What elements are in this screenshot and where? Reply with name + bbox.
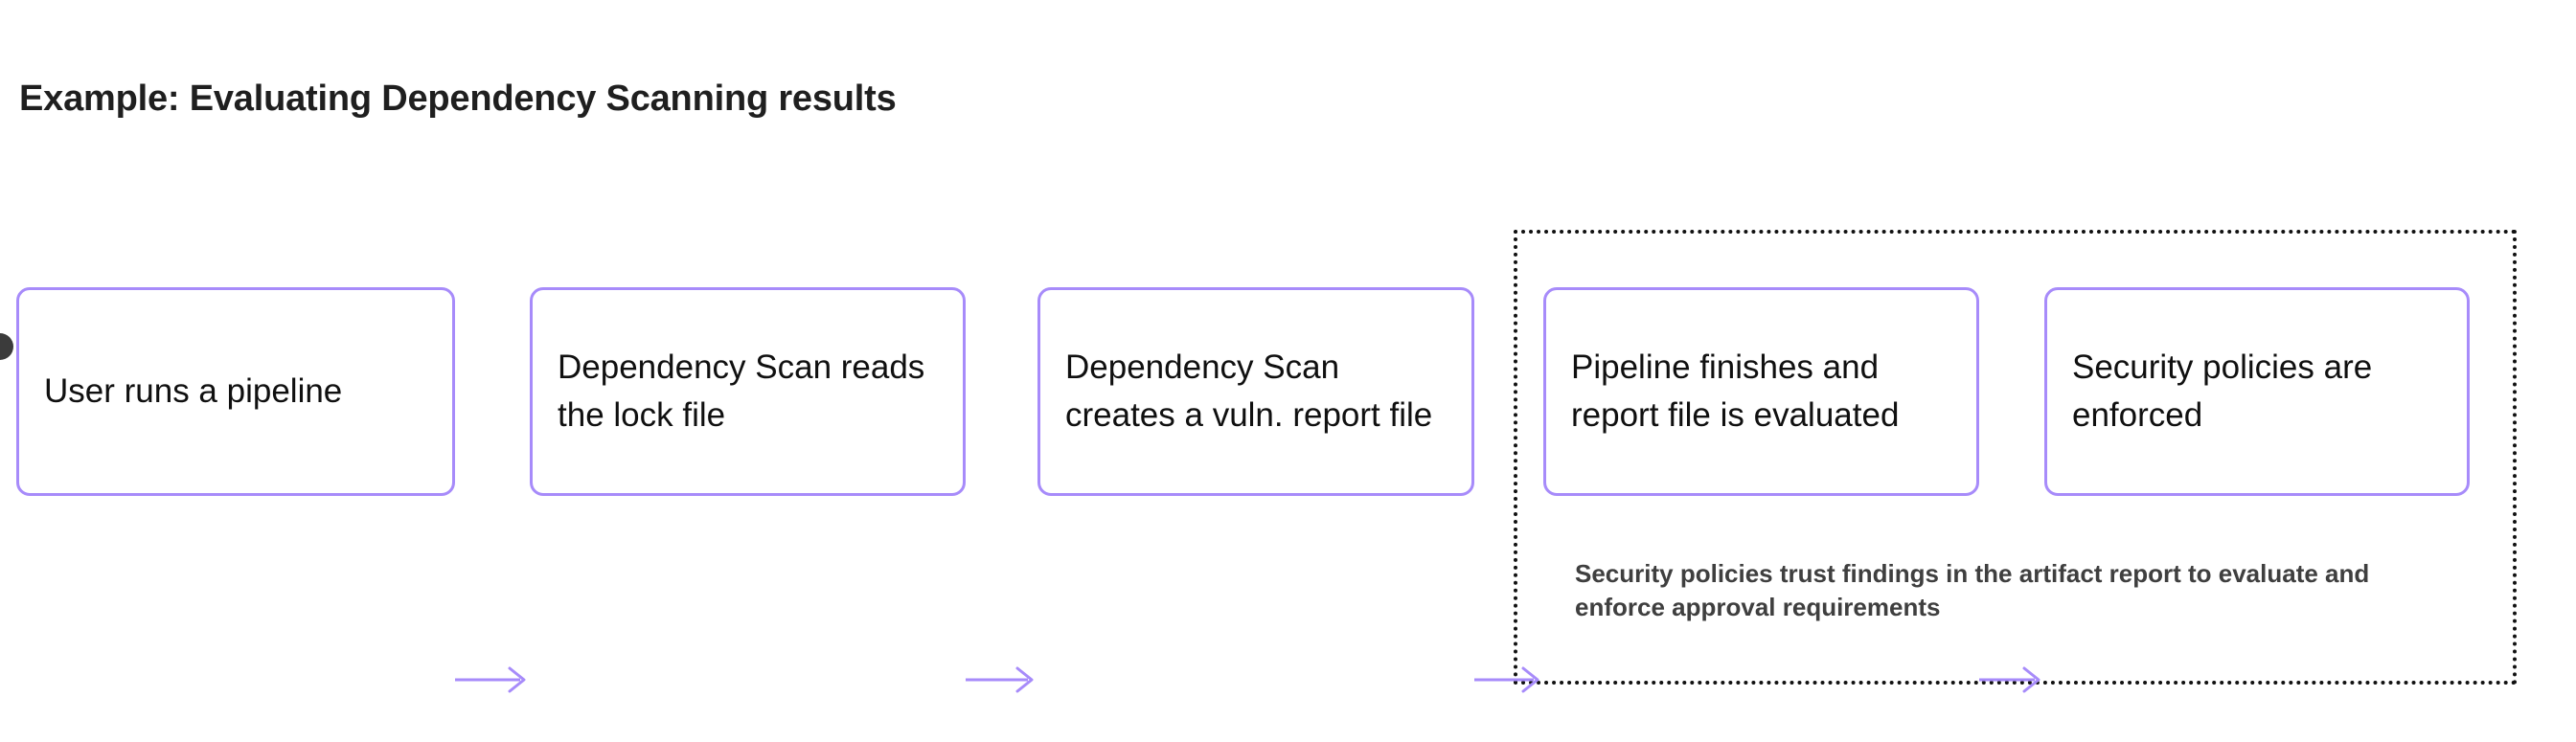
start-node-dot-icon [0,333,13,360]
flow-node-label: Pipeline finishes and report file is eva… [1571,349,1900,434]
flow-node-label: Dependency Scan reads the lock file [558,349,925,434]
flow-node-scan-creates-report[interactable]: Dependency Scan creates a vuln. report f… [1037,287,1474,496]
flow-node-policies-enforced[interactable]: Security policies are enforced [2044,287,2470,496]
flow-arrow-2 [966,657,1037,703]
flow-diagram: User runs a pipeline Dependency Scan rea… [0,287,2576,693]
flow-node-pipeline-evaluated[interactable]: Pipeline finishes and report file is eva… [1543,287,1979,496]
flow-node-scan-reads-lock-file[interactable]: Dependency Scan reads the lock file [530,287,966,496]
flow-node-label: User runs a pipeline [44,372,343,411]
flow-node-label: Dependency Scan creates a vuln. report f… [1065,349,1433,434]
flow-node-label: Security policies are enforced [2072,349,2373,434]
flow-node-user-runs-pipeline[interactable]: User runs a pipeline [16,287,455,496]
flow-arrow-1 [455,657,530,703]
policy-group-container [1514,230,2517,685]
policy-group-caption: Security policies trust findings in the … [1575,559,2370,621]
page-title: Example: Evaluating Dependency Scanning … [19,79,897,119]
